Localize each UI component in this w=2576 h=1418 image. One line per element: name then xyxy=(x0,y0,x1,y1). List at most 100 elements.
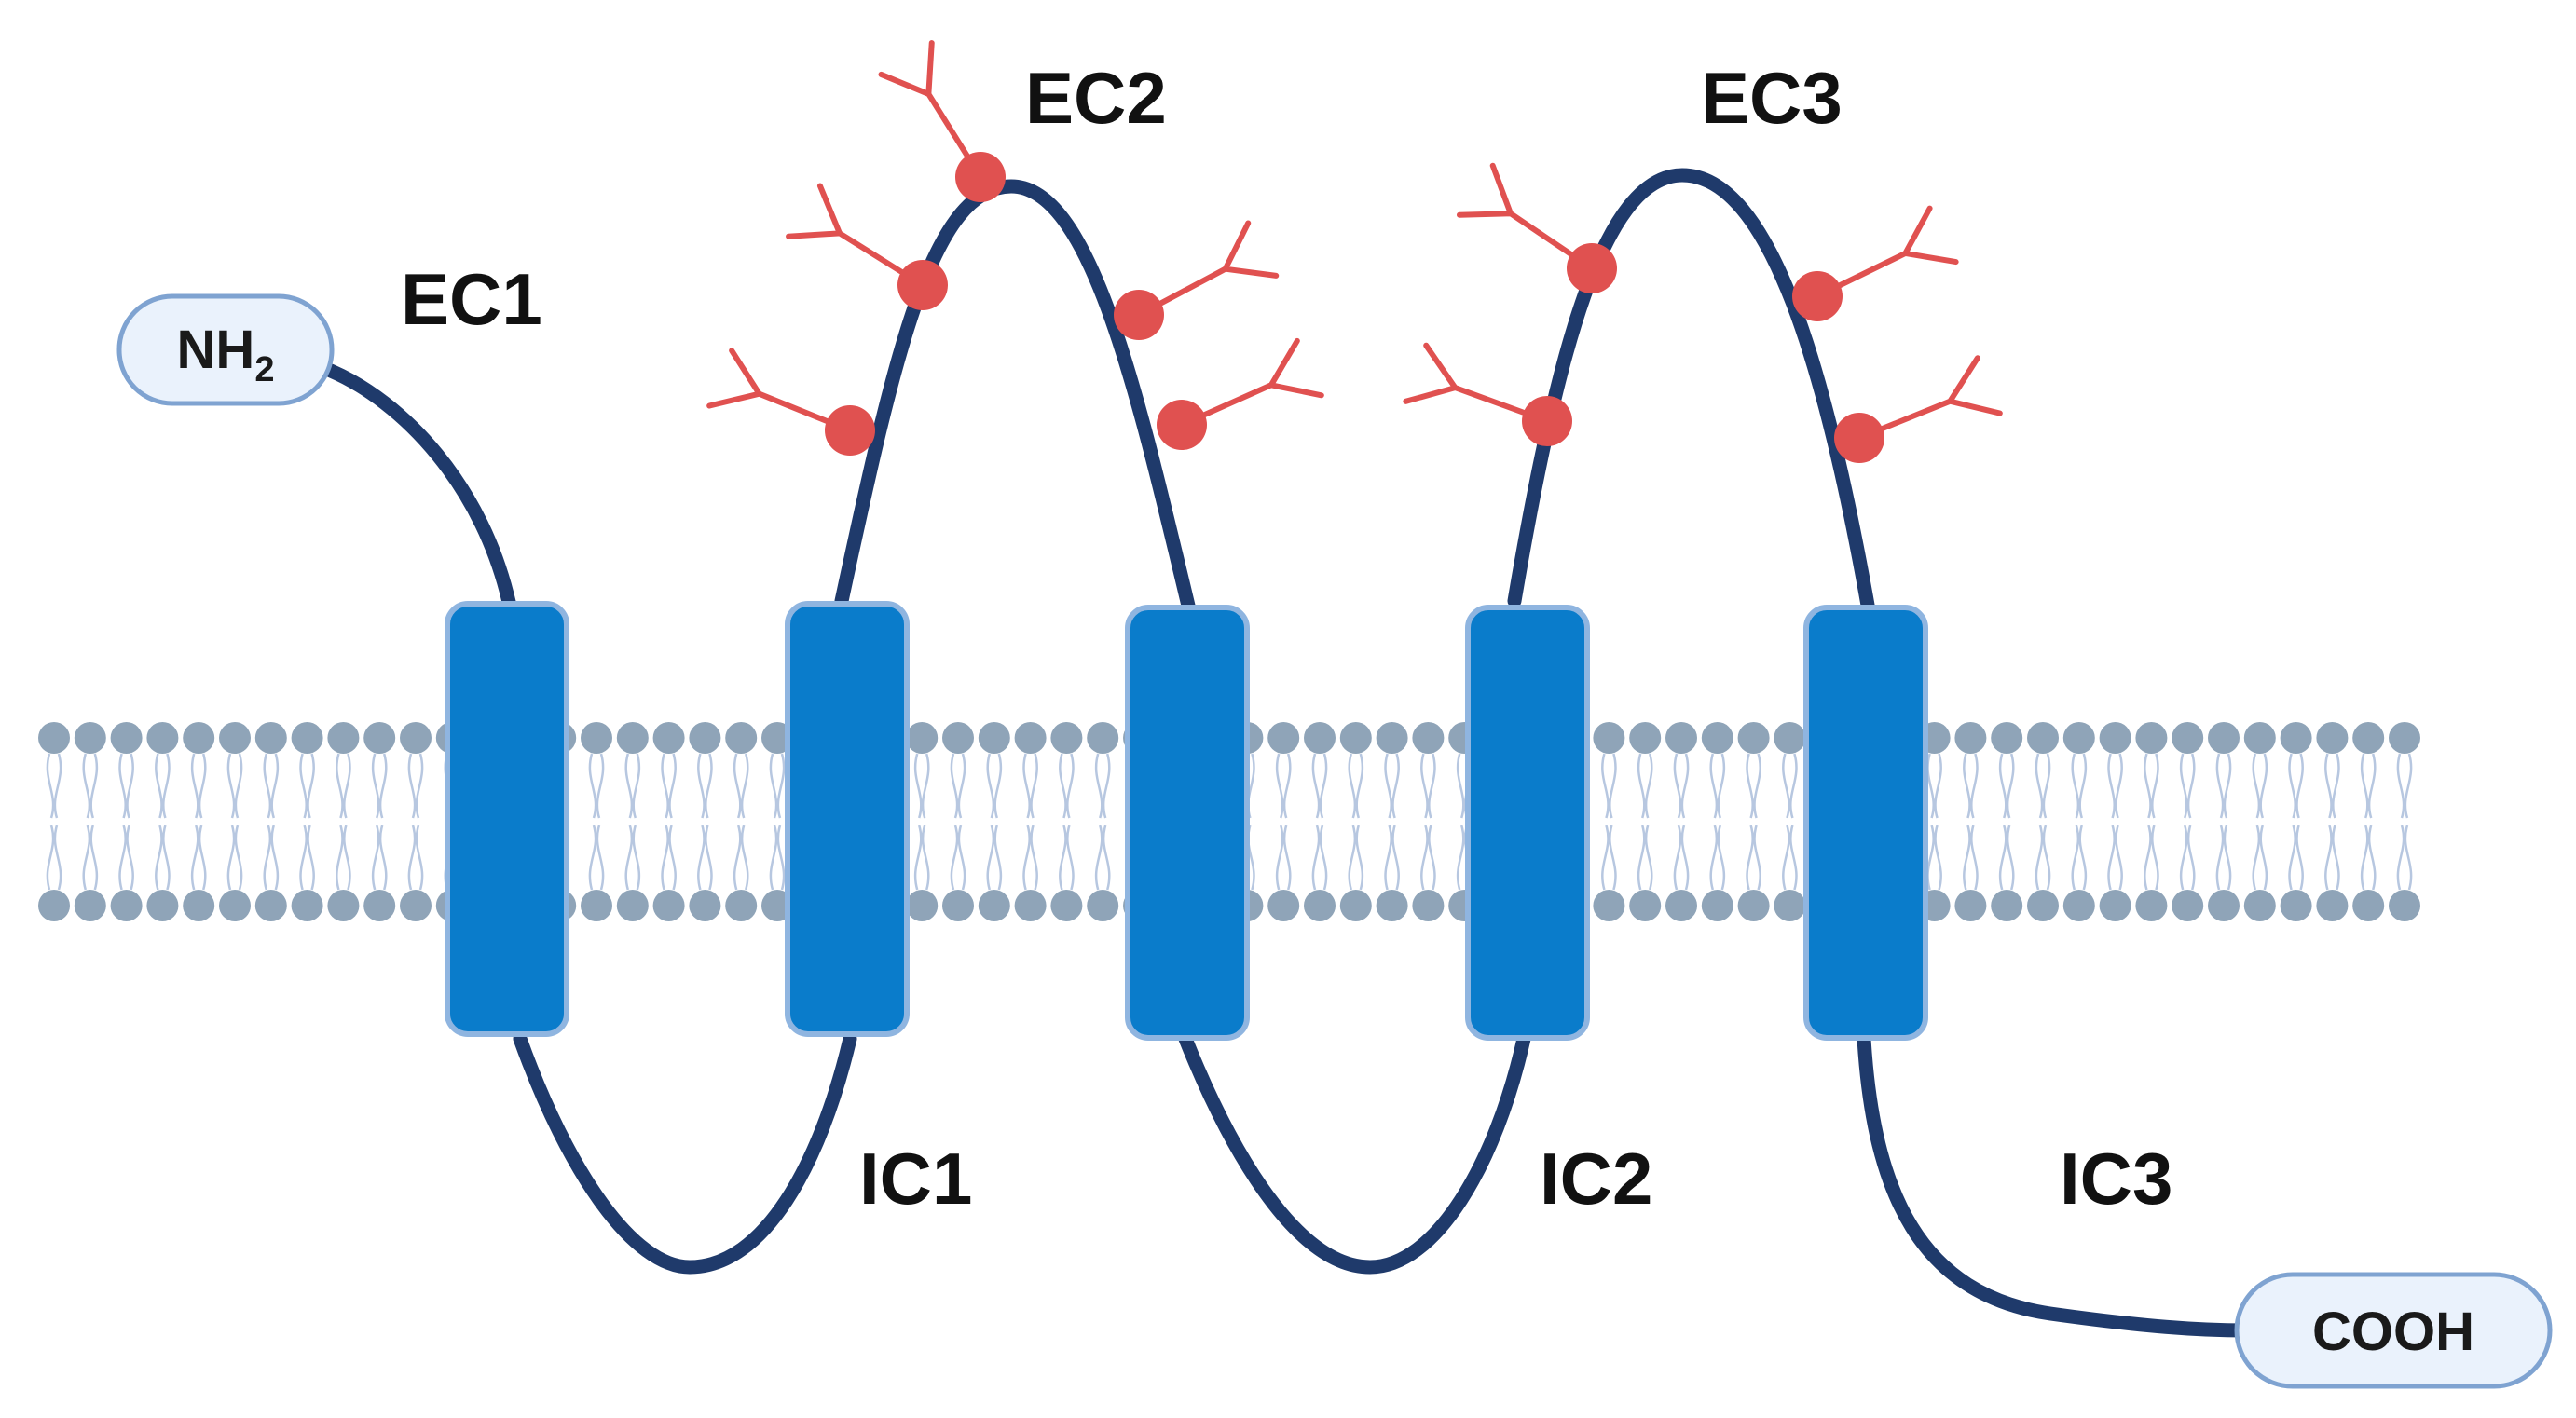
lipid-head-bottom xyxy=(219,890,251,921)
ic2-loop xyxy=(1178,1031,1531,1275)
lipid-head-top xyxy=(1412,722,1445,754)
lipid-tails-pair xyxy=(1746,753,1761,891)
lipid-head-bottom xyxy=(2099,890,2131,921)
lipid-tails-pair xyxy=(2071,753,2088,891)
lipid-tails-pair xyxy=(2144,753,2159,891)
lipid-head-bottom xyxy=(1412,890,1445,921)
lipid-head-top xyxy=(1629,722,1662,754)
lipid-head-bottom xyxy=(652,890,685,921)
lipid-head-bottom xyxy=(1665,890,1697,921)
lipid-head-top xyxy=(38,722,70,754)
lipid-tails-pair xyxy=(407,753,424,891)
glycan-icon xyxy=(706,348,875,456)
ec3-loop xyxy=(1507,168,1876,618)
lipid-tails-pair xyxy=(1384,753,1400,891)
label-ic1: IC1 xyxy=(859,1138,972,1220)
lipid-head-bottom xyxy=(1737,890,1770,921)
lipid-head-bottom xyxy=(1304,890,1336,921)
lipid-head-bottom xyxy=(2027,890,2059,921)
lipid-head-bottom xyxy=(2389,890,2420,921)
glycan-icon xyxy=(878,40,1006,202)
lipid-tails-pair xyxy=(1022,753,1038,891)
lipid-head-top xyxy=(2280,722,2312,754)
lipid-head-bottom xyxy=(581,890,612,921)
lipid-tails-pair xyxy=(226,753,243,891)
lipid-tails-pair xyxy=(1637,753,1653,891)
lipid-head-top xyxy=(1304,722,1336,754)
lipid-tails-pair xyxy=(1601,753,1617,891)
lipid-head-top xyxy=(1339,722,1372,754)
lipid-head-top xyxy=(2027,722,2059,754)
lipid-head-top xyxy=(1050,722,1083,754)
lipid-head-top xyxy=(183,722,215,754)
lipid-head-top xyxy=(616,722,649,754)
lipid-tails-pair xyxy=(118,753,134,891)
lipid-head-bottom xyxy=(2280,890,2312,921)
lipid-head-bottom xyxy=(2172,890,2204,921)
lipid-tails xyxy=(46,753,2413,891)
lipid-head-bottom xyxy=(1267,890,1300,921)
lipid-tails-pair xyxy=(1420,753,1436,891)
lipid-head-top xyxy=(689,722,721,754)
lipid-tails-pair xyxy=(2179,753,2196,891)
lipid-head-top xyxy=(652,722,685,754)
lipid-head-top xyxy=(219,722,251,754)
lipid-head-top xyxy=(1593,722,1625,754)
lipid-head-top xyxy=(2389,722,2420,754)
glycan-icon xyxy=(1456,162,1617,293)
lipid-head-bottom xyxy=(2062,890,2095,921)
n-terminus-box xyxy=(116,293,335,406)
label-ic3: IC3 xyxy=(2060,1138,2172,1220)
lipid-head-bottom xyxy=(1991,890,2023,921)
n-terminus-label: NH2 xyxy=(177,320,275,389)
polypeptide-chain xyxy=(323,168,2254,1338)
lipid-head-bottom xyxy=(616,890,649,921)
lipid-head-bottom xyxy=(906,890,939,921)
lipid-head-top xyxy=(291,722,323,754)
lipid-head-bottom xyxy=(2316,890,2349,921)
glycan-icon xyxy=(1834,355,2003,463)
lipid-head-bottom xyxy=(74,890,106,921)
lipid-head-bottom xyxy=(327,890,360,921)
lipid-tails-pair xyxy=(661,753,677,891)
lipid-head-bottom xyxy=(1087,890,1119,921)
lipid-head-top xyxy=(1376,722,1408,754)
lipid-tails-pair xyxy=(1782,753,1798,891)
lipid-head-bottom xyxy=(363,890,396,921)
lipid-tails-pair xyxy=(155,753,171,891)
lipid-tails-pair xyxy=(769,753,786,891)
lipid-head-top xyxy=(2135,722,2168,754)
lipid-head-bottom xyxy=(1954,890,1987,921)
glycan-icon xyxy=(1403,342,1572,446)
lipid-head-top xyxy=(254,722,287,754)
lipid-head-bottom xyxy=(1376,890,1408,921)
lipid-head-bottom xyxy=(1014,890,1047,921)
lipid-head-top xyxy=(725,722,758,754)
lipid-head-top xyxy=(2062,722,2095,754)
c-terminus: COOH xyxy=(2234,1272,2553,1389)
lipid-tails-pair xyxy=(1094,753,1111,891)
lipid-tails-pair xyxy=(588,753,605,891)
transmembrane-helices xyxy=(445,601,1928,1041)
region-labels: EC1 EC2 EC3 IC1 IC2 IC3 xyxy=(401,57,2172,1220)
lipid-tails-pair xyxy=(2396,753,2413,891)
tm-helix-4 xyxy=(1465,605,1590,1041)
lipid-head-bottom xyxy=(146,890,179,921)
lipid-tails-pair xyxy=(950,753,966,891)
lipid-head-top xyxy=(1737,722,1770,754)
lipid-head-top xyxy=(2316,722,2349,754)
lipid-head-bottom xyxy=(2208,890,2240,921)
lipid-tails-pair xyxy=(1926,753,1942,891)
lipid-tails-pair xyxy=(986,753,1003,891)
c-terminal-tail xyxy=(1857,1031,2254,1338)
lipid-head-bottom xyxy=(400,890,432,921)
lipid-tails-pair xyxy=(913,753,930,891)
lipid-head-bottom xyxy=(689,890,721,921)
lipid-tails-pair xyxy=(82,753,99,891)
lipid-tails-pair xyxy=(2324,753,2340,891)
label-ic2: IC2 xyxy=(1540,1138,1652,1220)
lipid-head-bottom xyxy=(2135,890,2168,921)
lipid-tails-pair xyxy=(1673,753,1690,891)
lipid-head-top xyxy=(1701,722,1733,754)
